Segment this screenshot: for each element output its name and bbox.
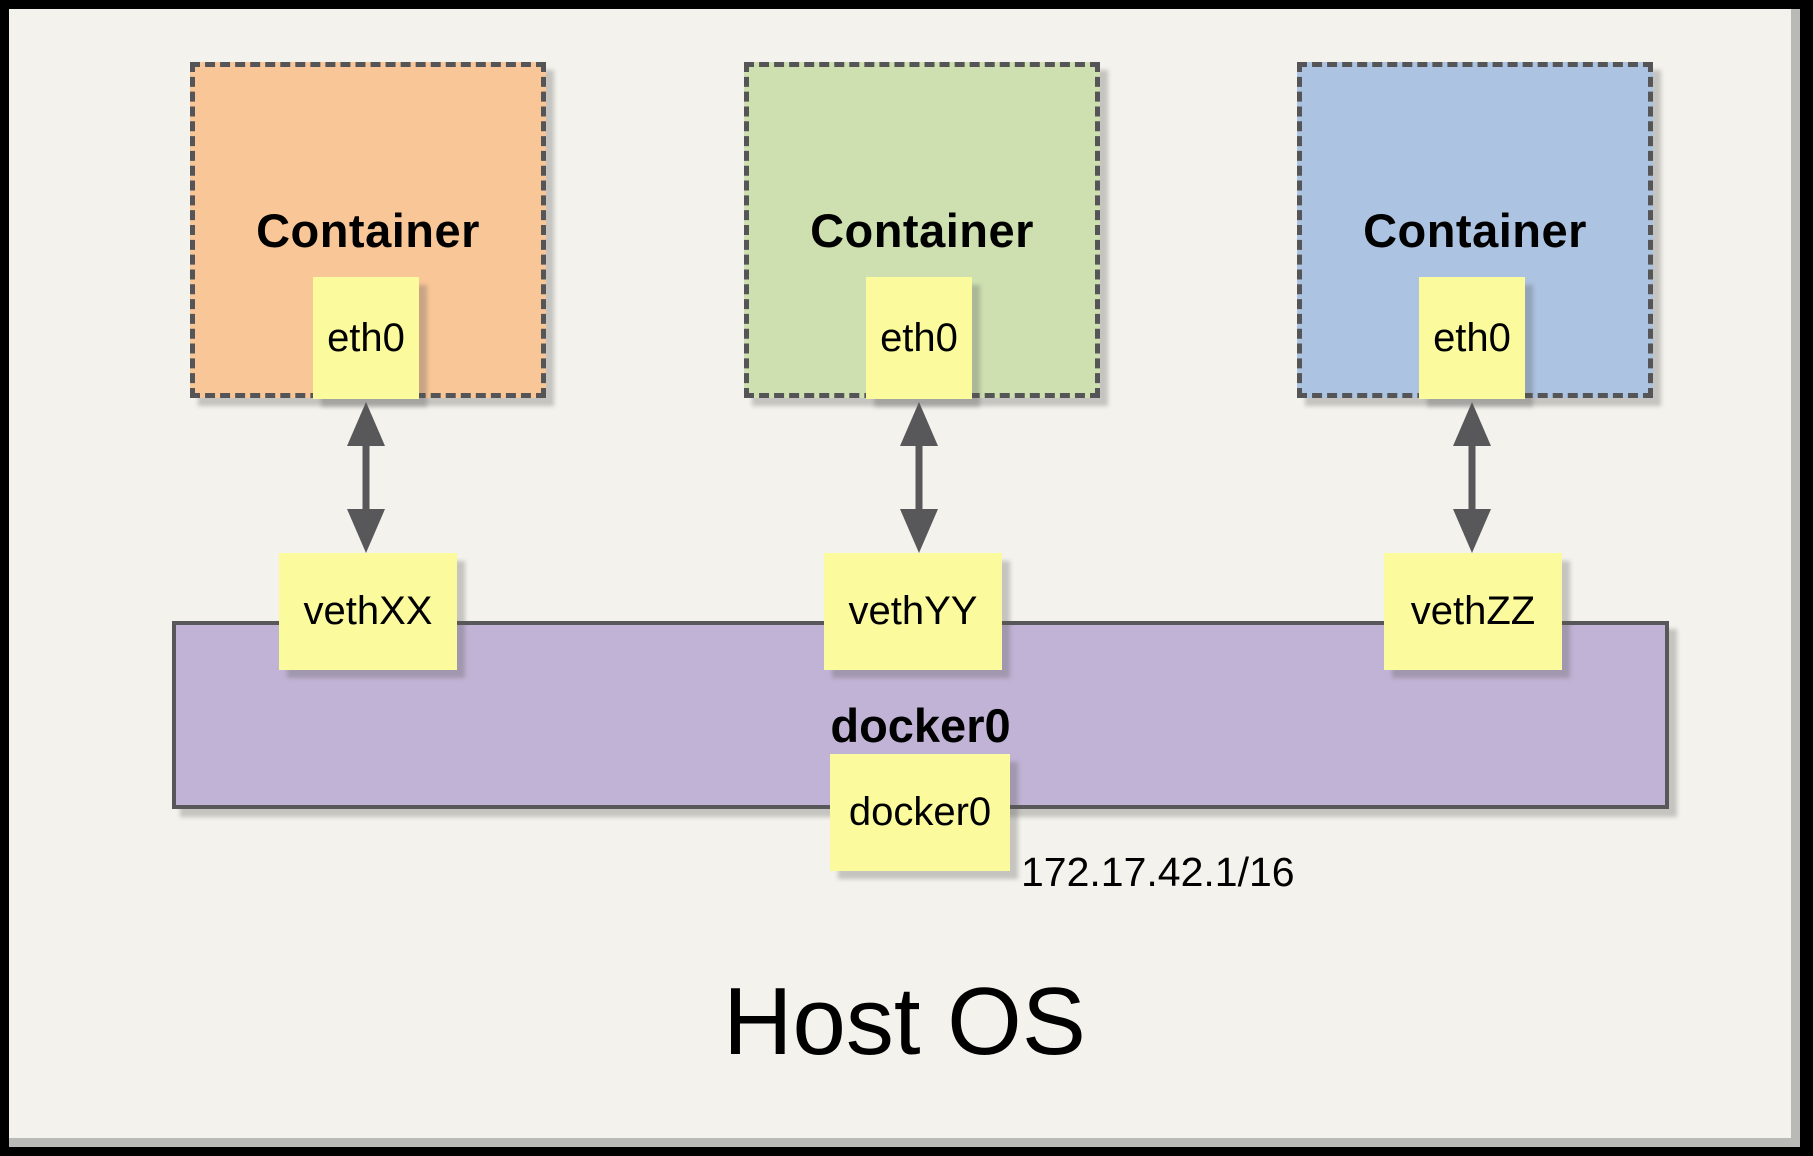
veth-chip-1: vethXX (279, 553, 457, 670)
container-1-eth0-label: eth0 (327, 315, 405, 360)
container-1-eth0-chip: eth0 (313, 277, 419, 399)
diagram-canvas: Container eth0 Container eth0 Container … (9, 9, 1800, 1147)
docker0-interface-label: docker0 (848, 790, 992, 834)
bidirectional-arrow-3 (1453, 402, 1491, 553)
bidirectional-arrow-1 (347, 402, 385, 553)
container-3-eth0-chip: eth0 (1419, 277, 1525, 399)
container-2-label: Container (810, 203, 1034, 257)
docker0-interface-chip: docker0 (830, 754, 1010, 871)
veth-2-label: vethYY (848, 589, 978, 633)
veth-chip-3: vethZZ (1384, 553, 1562, 670)
veth-1-label: vethXX (303, 589, 433, 633)
container-2-eth0-label: eth0 (880, 315, 958, 360)
container-3-label: Container (1363, 203, 1587, 257)
host-os-label: Host OS (723, 968, 1086, 1075)
container-2-eth0-chip: eth0 (866, 277, 972, 399)
veth-chip-2: vethYY (824, 553, 1002, 670)
veth-3-label: vethZZ (1410, 589, 1536, 633)
bridge-ip-label: 172.17.42.1/16 (1021, 849, 1295, 895)
container-1-label: Container (256, 203, 480, 257)
docker0-bridge-label: docker0 (830, 699, 1011, 752)
bidirectional-arrow-2 (900, 402, 938, 553)
container-3-eth0-label: eth0 (1433, 315, 1511, 360)
